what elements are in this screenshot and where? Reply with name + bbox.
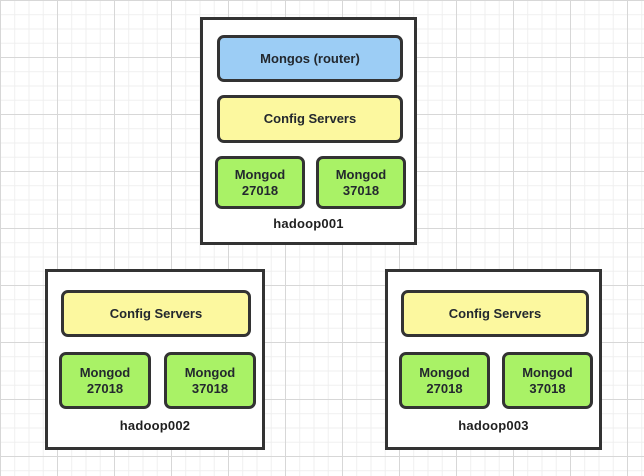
node-label: Config Servers: [448, 305, 542, 321]
node-mongod-37018[interactable]: Mongod 37018: [164, 352, 256, 409]
node-label-group: Mongod 27018: [235, 167, 286, 199]
node-port: 37018: [529, 380, 566, 396]
node-port: 27018: [241, 182, 279, 198]
host-box-hadoop002[interactable]: Config Servers Mongod 27018 Mongod 37018…: [45, 269, 265, 450]
node-label-group: Mongod 37018: [336, 167, 387, 199]
node-mongod-37018[interactable]: Mongod 37018: [316, 156, 406, 209]
node-port: 27018: [86, 380, 124, 396]
host-label-hadoop001: hadoop001: [273, 216, 344, 231]
node-port: 37018: [342, 182, 380, 198]
node-label-group: Mongod 27018: [80, 365, 131, 397]
node-label: Mongod: [234, 166, 286, 182]
host-label-hadoop002: hadoop002: [119, 418, 191, 433]
node-port: 37018: [191, 380, 229, 396]
host-label-hadoop003: hadoop003: [458, 418, 529, 433]
node-label: Mongod: [522, 364, 573, 380]
node-config-servers[interactable]: Config Servers: [401, 290, 589, 337]
node-label: Mongod: [419, 364, 470, 380]
node-config-servers[interactable]: Config Servers: [61, 290, 251, 337]
node-label: Config Servers: [263, 111, 357, 127]
node-label: Mongod: [184, 364, 236, 380]
node-mongod-27018[interactable]: Mongod 27018: [59, 352, 151, 409]
node-mongos-router[interactable]: Mongos (router): [217, 35, 403, 82]
node-label: Config Servers: [109, 305, 203, 321]
node-label: Mongos (router): [260, 50, 360, 66]
node-config-servers[interactable]: Config Servers: [217, 95, 403, 143]
node-mongod-27018[interactable]: Mongod 27018: [399, 352, 490, 409]
node-mongod-37018[interactable]: Mongod 37018: [502, 352, 593, 409]
node-mongod-27018[interactable]: Mongod 27018: [215, 156, 305, 209]
node-port: 27018: [426, 380, 463, 396]
node-label-group: Mongod 37018: [522, 365, 573, 397]
host-box-hadoop003[interactable]: Config Servers Mongod 27018 Mongod 37018…: [385, 269, 602, 450]
node-label: Mongod: [335, 166, 387, 182]
node-label: Mongod: [79, 364, 131, 380]
host-box-hadoop001[interactable]: Mongos (router) Config Servers Mongod 27…: [200, 17, 417, 245]
node-label-group: Mongod 37018: [185, 365, 236, 397]
node-label-group: Mongod 27018: [419, 365, 470, 397]
